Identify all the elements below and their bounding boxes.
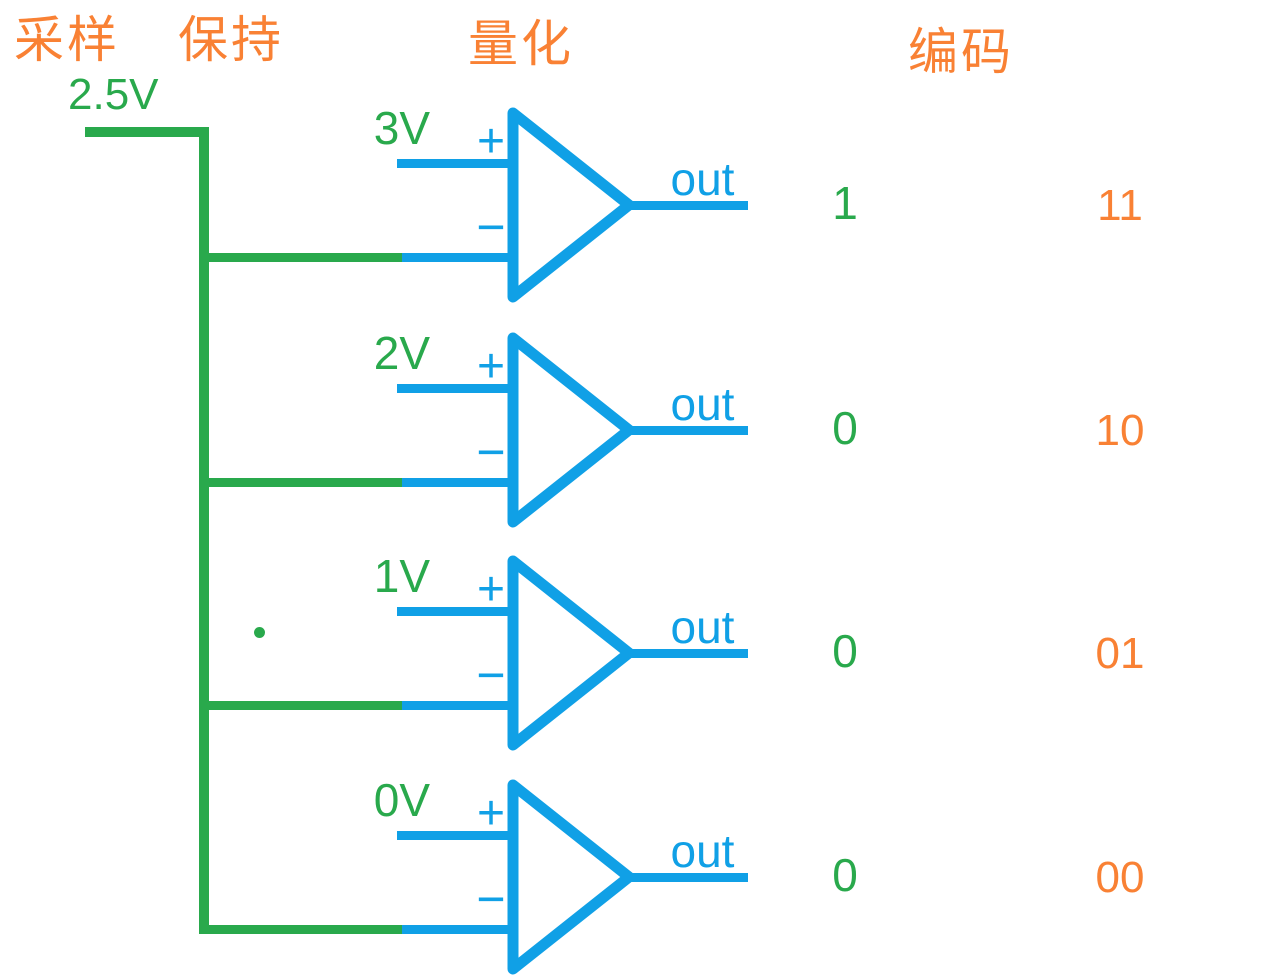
plus-sign-label: + bbox=[476, 115, 506, 168]
bit-value: 0 bbox=[832, 402, 858, 454]
bit-value: 0 bbox=[832, 625, 858, 677]
comparator-row: 3V + − out 1 11 bbox=[0, 102, 1275, 305]
minus-input-line-blue bbox=[402, 925, 513, 934]
comparator-triangle-icon bbox=[507, 555, 635, 751]
comparator-row: 2V + − out 0 10 bbox=[0, 327, 1275, 530]
minus-input-line-green bbox=[200, 253, 402, 262]
minus-sign-label: − bbox=[476, 647, 506, 703]
code-value: 00 bbox=[1095, 853, 1145, 902]
code-value: 10 bbox=[1095, 406, 1145, 455]
output-label: out bbox=[670, 153, 735, 205]
plus-input-line bbox=[397, 159, 513, 168]
comparator-triangle-icon bbox=[507, 779, 635, 975]
ref-voltage-label: 3V bbox=[373, 102, 430, 154]
output-line bbox=[628, 201, 748, 210]
plus-sign-label: + bbox=[476, 340, 506, 393]
minus-sign-label: − bbox=[476, 199, 506, 255]
comparator-triangle-icon bbox=[507, 332, 635, 528]
comparator-row: 1V + − out 0 01 bbox=[0, 550, 1275, 753]
ref-voltage-label: 0V bbox=[373, 774, 430, 826]
plus-sign-label: + bbox=[476, 563, 506, 616]
output-label: out bbox=[670, 378, 735, 430]
minus-input-line-blue bbox=[402, 253, 513, 262]
header-hold-label: 保持 bbox=[178, 12, 284, 68]
code-value: 11 bbox=[1097, 181, 1143, 230]
output-label: out bbox=[670, 601, 735, 653]
minus-input-line-green bbox=[200, 478, 402, 487]
minus-sign-label: − bbox=[476, 424, 506, 480]
bus-top-line bbox=[85, 127, 209, 137]
bit-value: 1 bbox=[832, 177, 858, 229]
plus-input-line bbox=[397, 607, 513, 616]
comparator-row: 0V + − out 0 00 bbox=[0, 774, 1275, 977]
header-encoding-label: 编码 bbox=[908, 24, 1014, 80]
output-line bbox=[628, 649, 748, 658]
plus-sign-label: + bbox=[476, 787, 506, 840]
minus-input-line-blue bbox=[402, 478, 513, 487]
output-line bbox=[628, 873, 748, 882]
minus-sign-label: − bbox=[476, 871, 506, 927]
green-dot bbox=[254, 627, 265, 638]
plus-input-line bbox=[397, 831, 513, 840]
bus-vertical-line bbox=[199, 127, 209, 934]
code-value: 01 bbox=[1095, 629, 1145, 678]
output-label: out bbox=[670, 825, 735, 877]
output-line bbox=[628, 426, 748, 435]
header-quantization-label: 量化 bbox=[468, 16, 574, 72]
minus-input-line-blue bbox=[402, 701, 513, 710]
minus-input-line-green bbox=[200, 701, 402, 710]
header-sampling-label: 采样 bbox=[14, 12, 120, 68]
ref-voltage-label: 2V bbox=[373, 327, 430, 379]
ref-voltage-label: 1V bbox=[373, 550, 430, 602]
bit-value: 0 bbox=[832, 849, 858, 901]
plus-input-line bbox=[397, 384, 513, 393]
minus-input-line-green bbox=[200, 925, 402, 934]
sample-voltage-label: 2.5V bbox=[68, 70, 159, 119]
comparator-triangle-icon bbox=[507, 107, 635, 303]
